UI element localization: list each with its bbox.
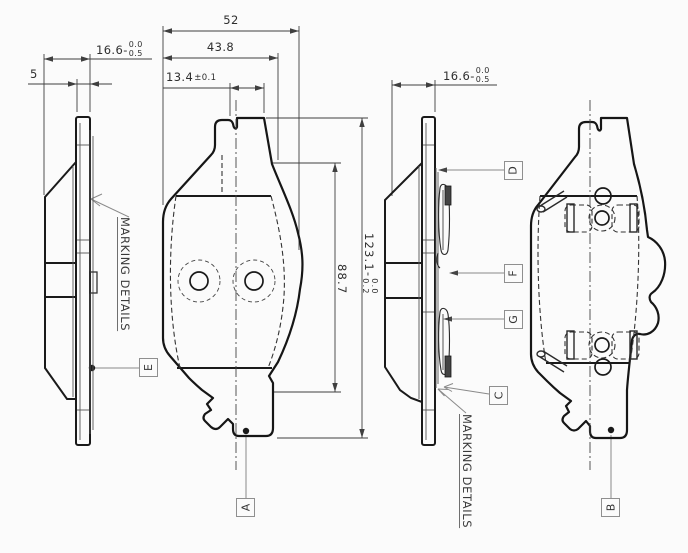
leader-arrowheads [438,167,458,322]
dimension-arrowheads [44,28,435,438]
dimension-lines [28,26,497,439]
callout-d: D [504,161,523,180]
dim-tab-width-base: 13.4 [166,70,194,84]
front-view [161,100,304,470]
callout-c: C [489,386,508,405]
marker-dot-b [607,426,615,434]
dim-overall-height: 123.1- 0.0 0.2 [361,233,380,295]
clip-pins [444,185,452,378]
callout-f: F [504,264,523,283]
rear-view [529,100,667,470]
leader-lines [90,169,612,498]
dim-thickness-right: 16.6- 0.0 0.5 [443,66,490,84]
note-marking-details-left: MARKING DETAILS [118,217,132,332]
right-profile-view [384,116,452,446]
dim-thickness-left: 16.6- 0.0 0.5 [96,40,143,58]
backplate-outline [161,116,304,438]
marker-dots [88,364,615,435]
marker-dot-a [242,427,250,435]
dim-pad-width: 43.8 [206,40,235,54]
dim-backplate-thickness: 5 [30,67,38,81]
backplate-outline-rear [529,116,667,440]
callout-a: A [236,498,255,517]
callout-e: E [139,358,158,377]
dim-friction-height: 88.7 [335,264,349,295]
dim-tab-width-tol: ±0.1 [194,72,217,83]
left-profile-view [44,116,98,446]
spring-clips [436,183,451,376]
clip-wires [536,190,568,373]
dim-tab-width: 13.4 ±0.1 [166,70,216,84]
callout-g: G [504,310,523,329]
note-marking-details-right: MARKING DETAILS [460,414,474,529]
dim-overall-width: 52 [223,13,239,27]
wear-tab [89,271,98,294]
callout-b: B [601,498,620,517]
